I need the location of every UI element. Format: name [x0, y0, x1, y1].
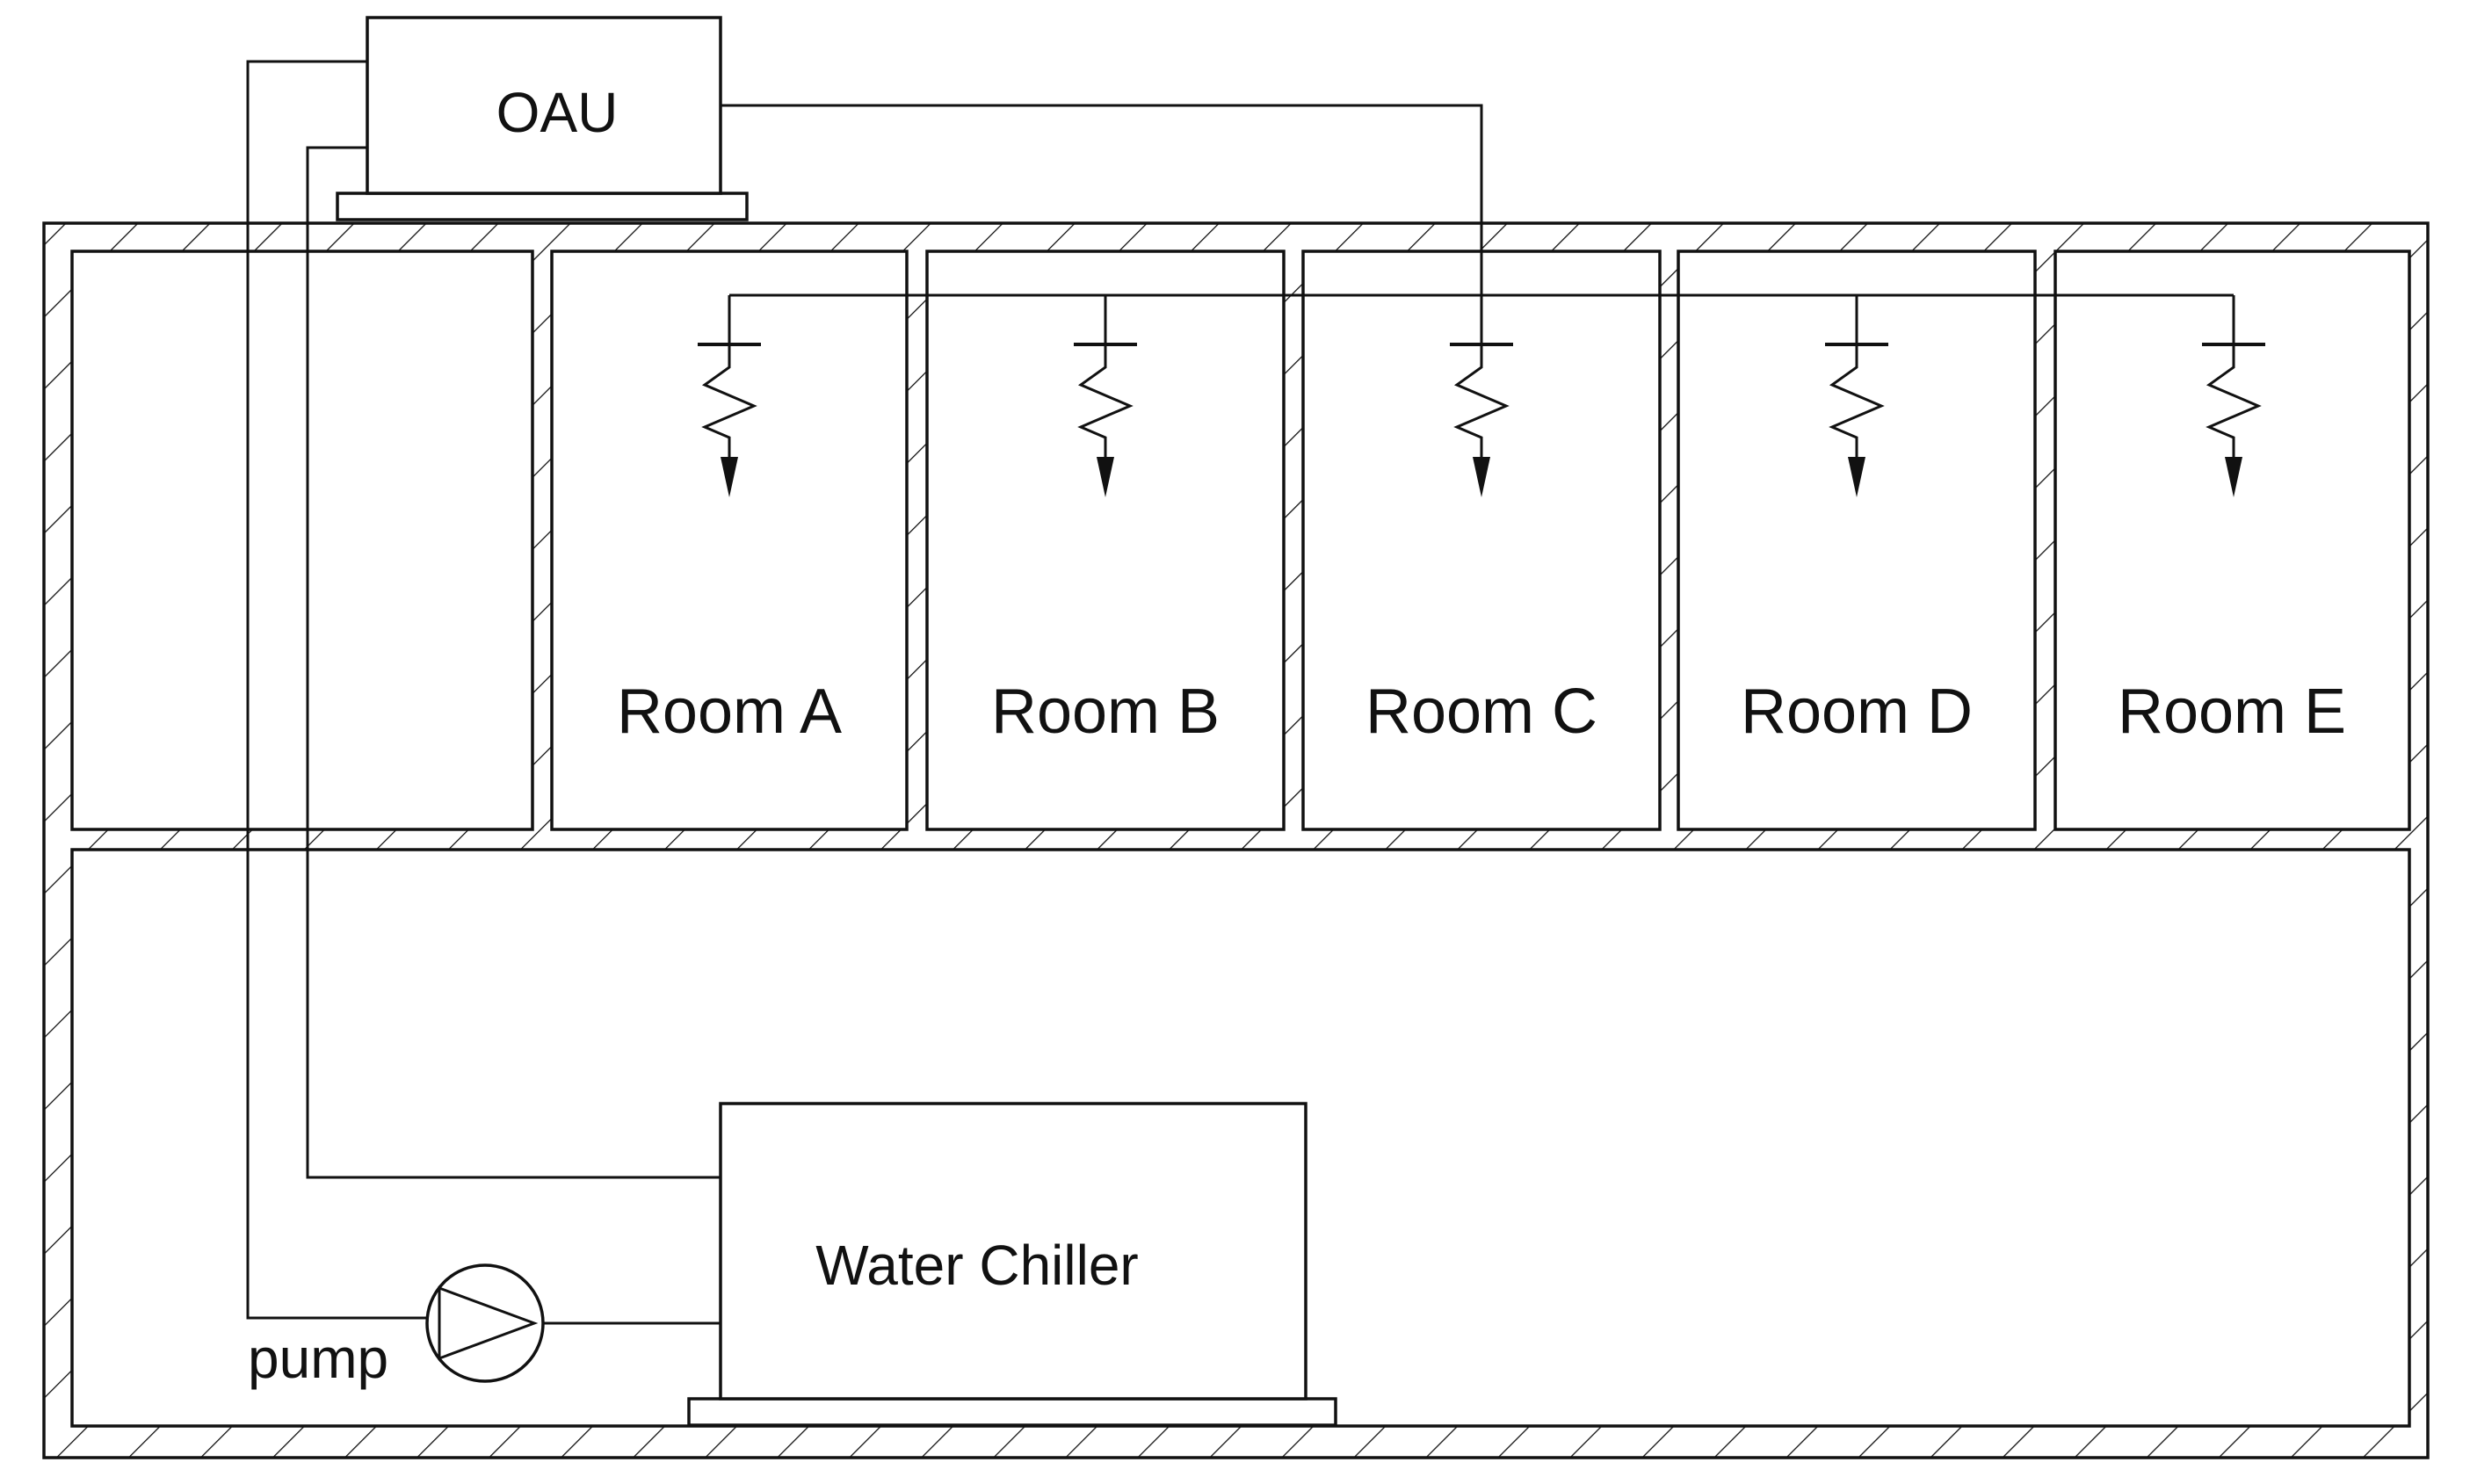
diffuser-room-e — [2202, 295, 2265, 497]
water-chiller-unit: Water Chiller — [687, 1102, 1337, 1427]
pump: pump — [248, 1263, 545, 1390]
oau-unit: OAU — [336, 16, 749, 221]
down-arrow-icon — [1097, 457, 1114, 497]
chiller-box — [719, 1102, 1307, 1401]
return-pipe — [306, 146, 721, 1179]
room-c-label: Room C — [1365, 677, 1597, 747]
room-b-label: Room B — [991, 677, 1220, 747]
oau-base — [336, 192, 749, 221]
oau-box — [366, 16, 722, 195]
diffuser-zigzag — [701, 344, 757, 457]
pump-label: pump — [248, 1327, 388, 1390]
chilled-water-pipes — [246, 60, 721, 1325]
diffuser-room-d — [1825, 295, 1888, 497]
down-arrow-icon — [1848, 457, 1865, 497]
room-e-label: Room E — [2118, 677, 2346, 747]
diffuser-zigzag — [2206, 344, 2262, 457]
air-diffusers — [698, 295, 2265, 497]
diffuser-room-a — [698, 295, 761, 497]
room-a-label: Room A — [617, 677, 842, 747]
down-arrow-icon — [1473, 457, 1490, 497]
diffuser-zigzag — [1829, 344, 1885, 457]
main-air-duct — [721, 104, 1483, 344]
supply-pipe — [246, 60, 427, 1320]
diffuser-room-b — [1074, 295, 1137, 497]
down-arrow-icon — [721, 457, 738, 497]
oau-label: OAU — [496, 81, 619, 144]
down-arrow-icon — [2225, 457, 2242, 497]
diffuser-room-c — [1450, 295, 1513, 497]
left-space — [70, 250, 534, 831]
room-d-label: Room D — [1741, 677, 1973, 747]
room-labels: Room A Room B Room C Room D Room E — [617, 677, 2346, 747]
pump-circle — [425, 1263, 545, 1383]
chiller-base — [687, 1397, 1337, 1427]
diffuser-zigzag — [1453, 344, 1510, 457]
diffuser-zigzag — [1077, 344, 1134, 457]
chiller-label: Water Chiller — [815, 1234, 1138, 1297]
pump-arrow-icon — [438, 1285, 539, 1361]
